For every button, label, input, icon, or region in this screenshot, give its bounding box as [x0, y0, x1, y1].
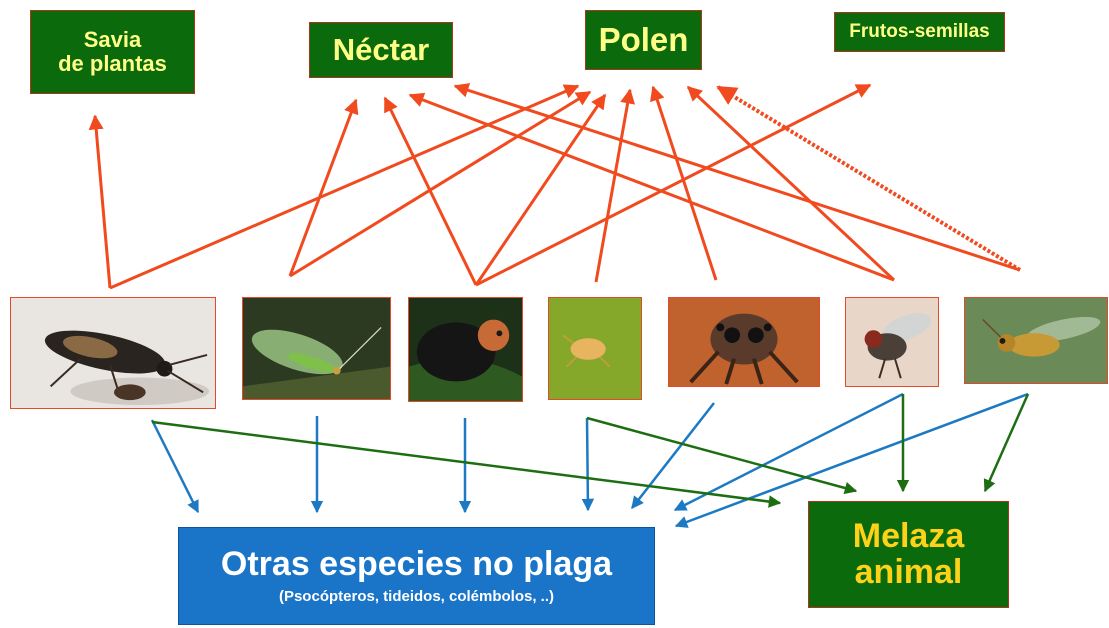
- red-arrow: [475, 83, 872, 287]
- red-arrow: [686, 85, 896, 282]
- food-sap-box: Savia de plantas: [30, 10, 195, 94]
- red-arrow: [383, 96, 478, 286]
- jumping-spider-photo: [668, 297, 820, 387]
- blue-arrow: [150, 419, 200, 514]
- hoverfly-photo: [845, 297, 939, 387]
- red-dotted-arrow: [716, 85, 1022, 272]
- blue-arrow: [673, 392, 904, 512]
- food-nectar-label: Néctar: [332, 31, 430, 67]
- red-arrow: [289, 90, 592, 278]
- food-fruits-box: Frutos-semillas: [834, 12, 1005, 52]
- blue-arrow: [581, 417, 595, 512]
- honeydew-box: Melaza animal: [808, 501, 1009, 608]
- green-arrow: [983, 393, 1030, 493]
- food-pollen-label: Polen: [598, 20, 689, 58]
- red-arrow: [88, 114, 112, 289]
- food-nectar-box: Néctar: [309, 22, 453, 78]
- blue-arrow: [674, 392, 1029, 528]
- parasitoid-wasp-photo: [964, 297, 1108, 384]
- other-species-box: Otras especies no plaga (Psocópteros, ti…: [178, 527, 655, 625]
- red-arrow: [408, 92, 895, 282]
- predatory-bug-photo: [10, 297, 216, 409]
- red-arrow: [453, 83, 1021, 272]
- food-pollen-box: Polen: [585, 10, 702, 70]
- green-arrow: [586, 416, 858, 495]
- red-arrow: [594, 88, 636, 283]
- blue-arrow: [631, 402, 715, 509]
- food-sap-line2: de plantas: [58, 51, 167, 76]
- green-arrow: [151, 420, 782, 508]
- mite-photo: [548, 297, 642, 400]
- other-species-title: Otras especies no plaga: [220, 545, 613, 584]
- honeydew-line1: Melaza: [852, 516, 965, 555]
- food-fruits-label: Frutos-semillas: [849, 20, 990, 42]
- red-arrow: [650, 85, 718, 281]
- lacewing-photo: [242, 297, 391, 400]
- red-arrow: [109, 84, 580, 290]
- food-sap-line1: Savia: [83, 26, 142, 52]
- other-species-subtitle: (Psocópteros, tideidos, colémbolos, ..): [278, 588, 555, 606]
- honeydew-line2: animal: [854, 552, 963, 591]
- ladybird-larva-photo: [408, 297, 523, 402]
- red-arrow: [288, 98, 359, 277]
